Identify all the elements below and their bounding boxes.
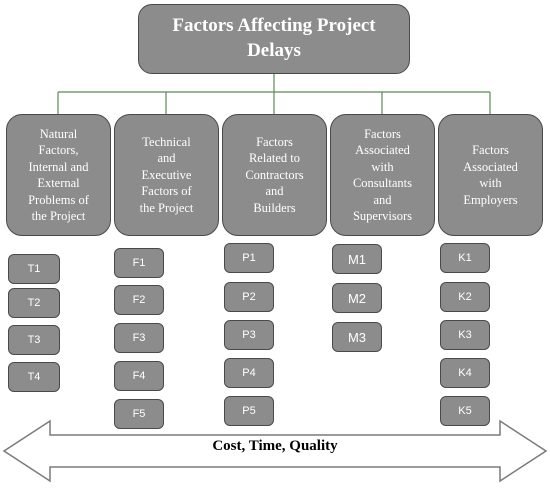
item-p1: P1 <box>224 243 274 273</box>
double-arrow <box>2 419 548 483</box>
label-line: Associated <box>463 159 518 174</box>
item-k5: K5 <box>440 396 490 426</box>
item-f3: F3 <box>114 323 164 353</box>
item-p2: P2 <box>224 282 274 312</box>
item-f5: F5 <box>114 399 164 429</box>
category-technical-factors: Technical and Executive Factors of the P… <box>114 114 219 236</box>
label-line: Factors <box>364 126 401 141</box>
item-m1: M1 <box>332 244 382 274</box>
label-line: Related to <box>248 151 300 166</box>
label-line: Associated <box>355 143 410 157</box>
label-line: Employers <box>463 192 518 207</box>
label-line: External <box>37 176 80 190</box>
item-p4: P4 <box>224 358 274 388</box>
label-line: Supervisors <box>352 209 412 223</box>
category-natural-factors: Natural Factors, Internal and External P… <box>6 114 111 236</box>
label-line: Builders <box>253 200 296 215</box>
label-line: with <box>479 176 502 190</box>
label-line: Problems of <box>28 192 89 207</box>
label-line: the Project <box>31 209 86 223</box>
category-label: Technical and Executive Factors of the P… <box>140 134 194 217</box>
label-line: and <box>157 151 176 166</box>
item-k2: K2 <box>440 282 490 312</box>
label-line: Factors, <box>38 143 79 157</box>
item-k1: K1 <box>440 243 490 273</box>
title-box: Factors Affecting Project Delays <box>138 4 410 74</box>
label-line: Factors <box>256 134 293 149</box>
item-k3: K3 <box>440 320 490 350</box>
category-employers-factors: Factors Associated with Employers <box>438 114 543 236</box>
category-label: Natural Factors, Internal and External P… <box>28 126 89 225</box>
label-line: with <box>371 159 394 174</box>
label-line: and <box>373 192 392 207</box>
label-line: Consultants <box>352 176 413 190</box>
item-f2: F2 <box>114 285 164 315</box>
label-line: Contractors <box>245 167 304 182</box>
item-t4: T4 <box>8 362 60 392</box>
label-line: and <box>265 184 284 199</box>
item-t3: T3 <box>8 325 60 355</box>
label-line: Natural <box>39 126 78 141</box>
category-consultants-factors: Factors Associated with Consultants and … <box>330 114 435 236</box>
label-line: the Project <box>139 200 194 215</box>
item-m2: M2 <box>332 283 382 313</box>
item-t2: T2 <box>8 288 60 318</box>
label-line: Internal and <box>28 159 89 174</box>
label-line: Factors of <box>141 184 192 199</box>
category-contractors-factors: Factors Related to Contractors and Build… <box>222 114 327 236</box>
item-k4: K4 <box>440 358 490 388</box>
label-line: Technical <box>142 134 191 149</box>
item-t1: T1 <box>8 254 60 284</box>
category-label: Factors Associated with Consultants and … <box>353 126 412 225</box>
label-line: Executive <box>141 167 192 182</box>
category-label: Factors Associated with Employers <box>463 142 518 208</box>
diagram-title: Factors Affecting Project Delays <box>172 15 376 61</box>
item-p3: P3 <box>224 320 274 350</box>
item-f4: F4 <box>114 361 164 391</box>
item-p5: P5 <box>224 396 274 426</box>
item-m3: M3 <box>332 322 382 352</box>
item-f1: F1 <box>114 248 164 278</box>
label-line: Factors <box>472 143 509 157</box>
arrow-label: Cost, Time, Quality <box>212 438 338 454</box>
category-label: Factors Related to Contractors and Build… <box>245 134 303 217</box>
